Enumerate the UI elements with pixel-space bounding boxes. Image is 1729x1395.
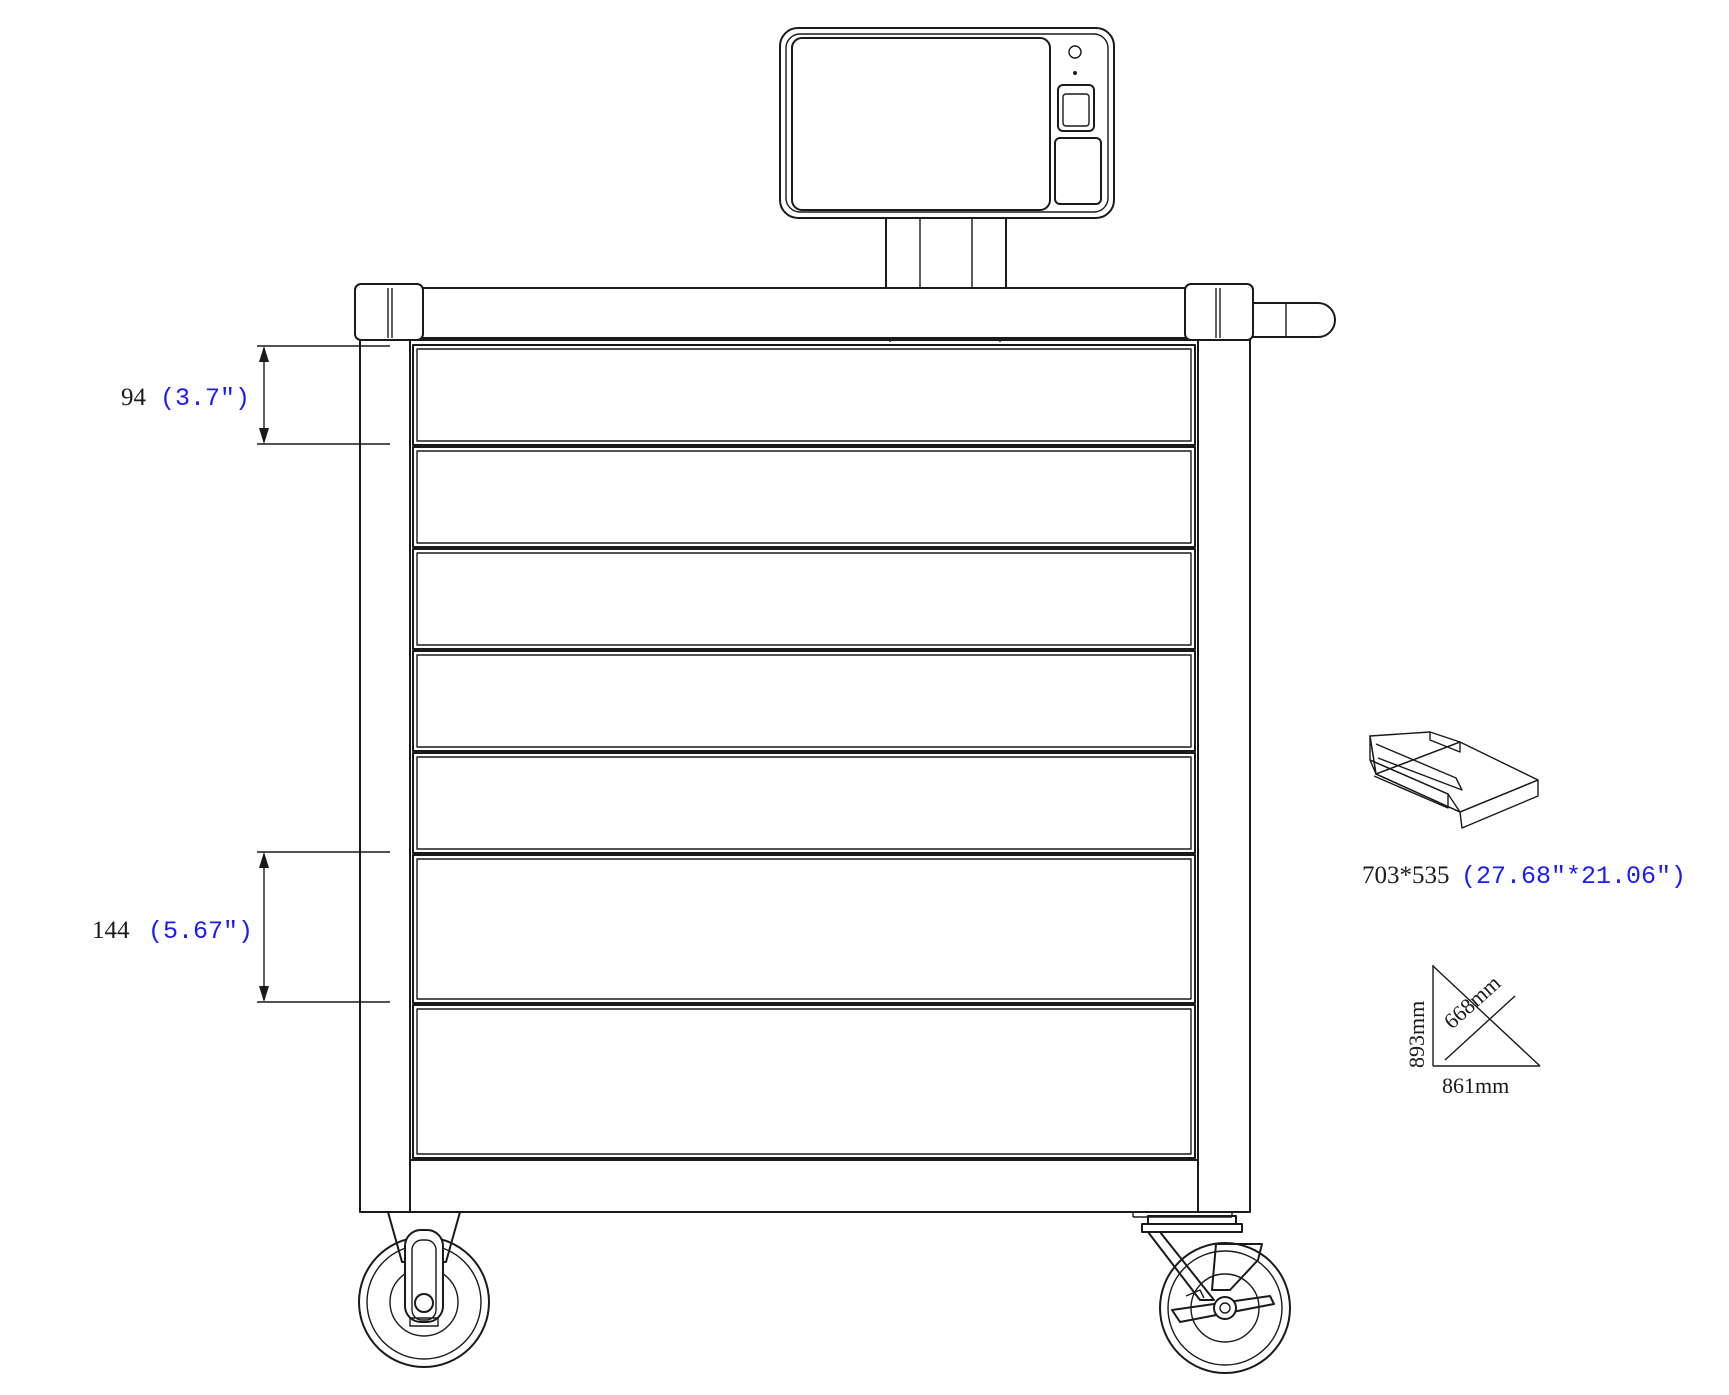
right-caster <box>1141 1215 1291 1374</box>
monitor-post <box>885 217 1007 289</box>
drawer-6[interactable] <box>412 854 1196 1004</box>
drawer-3[interactable] <box>412 548 1196 650</box>
dimension-144-inch: (5.67") <box>148 917 253 946</box>
base-panel <box>409 1159 1199 1213</box>
dimension-94-inch: (3.7") <box>160 384 250 413</box>
dimension-drawer-small: 94 (3.7") <box>121 345 390 445</box>
tray-size-mm: 703*535 <box>1362 862 1450 889</box>
camera-icon <box>1068 45 1082 59</box>
screen <box>791 37 1051 211</box>
tablet-monitor <box>779 27 1115 219</box>
dimension-94-mm: 94 <box>121 384 147 411</box>
fingerprint-reader-icon <box>1057 84 1095 132</box>
left-caster <box>358 1211 490 1368</box>
top-rail <box>354 283 1254 342</box>
overall-dimension-triangle <box>1432 965 1541 1067</box>
brake-pedal <box>1171 1295 1275 1323</box>
card-reader-icon <box>1054 137 1102 205</box>
overall-width: 861mm <box>1442 1073 1509 1098</box>
drawer-2[interactable] <box>412 446 1196 548</box>
dimension-drawer-large: 144 (5.67") <box>92 851 390 1003</box>
cabinet-body <box>359 339 1251 1218</box>
drawer-7[interactable] <box>412 1004 1196 1159</box>
drawer-5[interactable] <box>412 752 1196 854</box>
tray-size-inch: (27.68″*21.06″) <box>1461 862 1686 891</box>
tray-isometric <box>1369 731 1539 829</box>
drawer-4[interactable] <box>412 650 1196 752</box>
dimension-144-mm: 144 <box>92 917 130 944</box>
drawer-1[interactable] <box>412 344 1196 446</box>
overall-height: 893mm <box>1404 1001 1429 1068</box>
push-handle <box>1252 302 1336 338</box>
drawers <box>412 344 1196 1159</box>
